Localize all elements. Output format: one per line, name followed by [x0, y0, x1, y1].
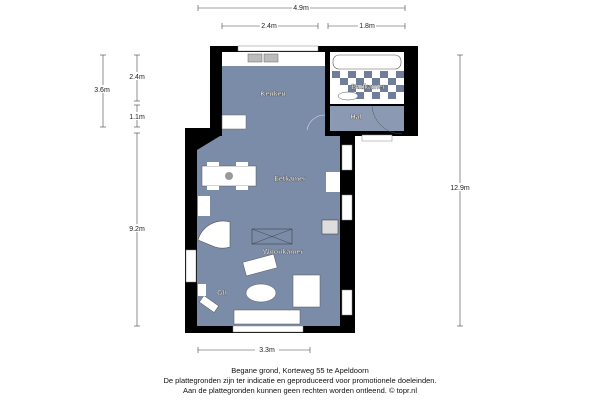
- cabinet-icon: [198, 295, 220, 313]
- cabinet-icon: [326, 172, 340, 192]
- plant-icon: [225, 172, 233, 180]
- armchair-icon: [242, 253, 278, 277]
- room-label-badkamer: Badkamer: [351, 84, 385, 91]
- bathtub-icon: [332, 54, 402, 70]
- door-swing-icon: [371, 105, 403, 135]
- door-swing-icon: [306, 114, 326, 131]
- sink-icon: [263, 53, 279, 63]
- chair-icon: [207, 162, 219, 166]
- room-label-woonkamer: Woonkamer: [263, 249, 303, 256]
- rug-icon: [251, 228, 293, 245]
- cabinet-icon: [198, 196, 210, 216]
- chair-icon: [207, 186, 219, 190]
- room-label-gh: Gh: [217, 290, 227, 297]
- closet-icon: [198, 284, 206, 296]
- caption-disclaimer: De plattegronden zijn ter indicatie en g…: [163, 376, 437, 385]
- dim-total-width: 4.9m: [293, 5, 309, 12]
- room-label-eetkamer: Eetkamer: [274, 176, 306, 183]
- chair-icon: [236, 162, 248, 166]
- room-label-hal: Hal: [351, 114, 362, 121]
- dim-kitchen-width: 2.4m: [261, 23, 277, 30]
- fireplace-icon: [321, 219, 339, 235]
- caption-title: Begane grond, Korteweg 55 te Apeldoorn: [231, 366, 369, 375]
- dim-bath-width: 1.8m: [359, 23, 375, 30]
- appliance-icon: [221, 114, 247, 130]
- toilet-icon: [337, 91, 359, 101]
- sofa-icon: [292, 274, 321, 308]
- stairs-icon: [197, 220, 231, 249]
- dim-hal-depth: 1.1m: [129, 114, 145, 121]
- dim-living-depth: 9.2m: [129, 226, 145, 233]
- dim-left-upper: 3.6m: [94, 87, 110, 94]
- sofa-icon: [233, 309, 301, 325]
- dim-living-width: 3.3m: [259, 347, 275, 354]
- room-label-keuken: Keuken: [260, 91, 285, 98]
- coffee-table-icon: [245, 283, 277, 303]
- sink-icon: [247, 53, 263, 63]
- tiles: [332, 71, 404, 99]
- caption: Begane grond, Korteweg 55 te Apeldoorn D…: [0, 366, 600, 396]
- dim-total-depth: 12.9m: [450, 185, 470, 192]
- dim-kitchen-depth: 2.4m: [129, 74, 145, 81]
- caption-copyright: Aan de plattegronden kunnen geen rechten…: [182, 386, 418, 395]
- chair-icon: [236, 186, 248, 190]
- windows: [185, 45, 393, 333]
